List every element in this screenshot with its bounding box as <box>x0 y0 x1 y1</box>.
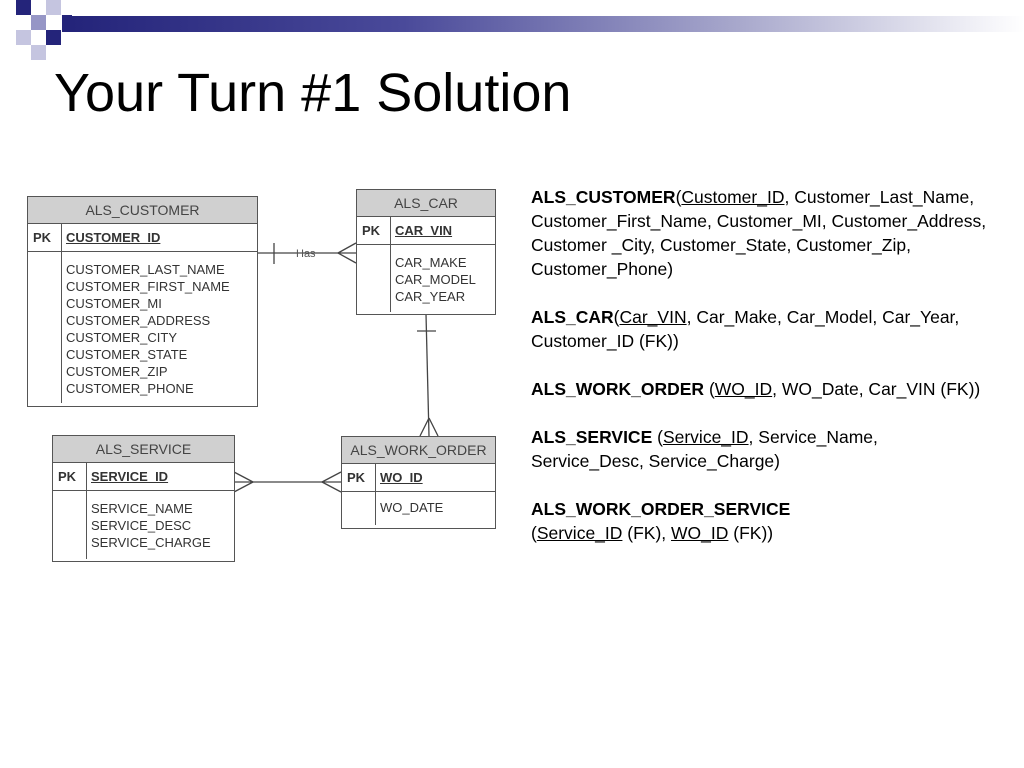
entity-name: ALS_CAR <box>357 190 495 217</box>
attribute-section: CAR_MAKE CAR_MODEL CAR_YEAR <box>357 245 495 312</box>
attribute-list: CAR_MAKE CAR_MODEL CAR_YEAR <box>391 245 480 312</box>
schema-als-customer: ALS_CUSTOMER(Customer_ID, Customer_Last_… <box>531 187 987 279</box>
attribute: CUSTOMER_ADDRESS <box>66 313 211 328</box>
attribute-list: WO_DATE <box>376 492 447 525</box>
attribute: CUSTOMER_LAST_NAME <box>66 262 225 277</box>
primary-key: Customer_ID <box>681 187 785 207</box>
slide-title: Your Turn #1 Solution <box>54 63 572 123</box>
attribute-list: CUSTOMER_LAST_NAME CUSTOMER_FIRST_NAME C… <box>62 252 234 403</box>
relational-schema: ALS_CUSTOMER(Customer_ID, Customer_Last_… <box>531 185 991 569</box>
primary-key: Service_ID <box>662 427 749 447</box>
decor-square <box>16 30 31 45</box>
primary-key: Service_ID <box>536 523 623 543</box>
crowfoot-marker <box>321 471 342 483</box>
entity-name: ALS_CUSTOMER <box>28 197 257 224</box>
pk-label: PK <box>28 224 62 251</box>
crowfoot-marker <box>428 417 439 437</box>
primary-key: Car_VIN <box>619 307 687 327</box>
pk-attribute: CAR_VIN <box>395 223 453 238</box>
entity-als-service: ALS_SERVICE PK SERVICE_ID SERVICE_NAME S… <box>52 435 235 562</box>
attribute-section: CUSTOMER_LAST_NAME CUSTOMER_FIRST_NAME C… <box>28 252 257 403</box>
table-name: ALS_SERVICE <box>531 427 653 447</box>
attribute: CUSTOMER_CITY <box>66 330 177 345</box>
pk-label: PK <box>53 463 87 490</box>
attribute: CAR_MODEL <box>395 272 476 287</box>
schema-als-work-order-service: ALS_WORK_ORDER_SERVICE(Service_ID (FK), … <box>531 499 791 543</box>
pk-label: PK <box>342 464 376 491</box>
attribute: CUSTOMER_MI <box>66 296 162 311</box>
decor-square <box>31 45 46 60</box>
attribute-list: SERVICE_NAME SERVICE_DESC SERVICE_CHARGE <box>87 491 215 559</box>
entity-als-customer: ALS_CUSTOMER PK CUSTOMER_ID CUSTOMER_LAS… <box>27 196 258 407</box>
table-name: ALS_CAR <box>531 307 614 327</box>
table-name: ALS_WORK_ORDER <box>531 379 705 399</box>
attribute: CUSTOMER_FIRST_NAME <box>66 279 230 294</box>
crowfoot-marker <box>321 481 342 493</box>
entity-als-work-order: ALS_WORK_ORDER PK WO_ID WO_DATE <box>341 436 496 529</box>
relationship-label: Has <box>296 248 316 260</box>
entity-als-car: ALS_CAR PK CAR_VIN CAR_MAKE CAR_MODEL CA… <box>356 189 496 315</box>
title-gradient-bar <box>70 16 1024 32</box>
entity-name: ALS_WORK_ORDER <box>342 437 495 464</box>
primary-key: WO_ID <box>714 379 773 399</box>
attribute: CUSTOMER_STATE <box>66 347 188 362</box>
primary-key-row: PK CAR_VIN <box>357 217 495 245</box>
attribute-section: SERVICE_NAME SERVICE_DESC SERVICE_CHARGE <box>53 491 234 559</box>
schema-als-service: ALS_SERVICE (Service_ID, Service_Name, S… <box>531 427 878 471</box>
decor-square <box>46 0 61 15</box>
crowfoot-marker <box>233 481 254 493</box>
attribute: CAR_MAKE <box>395 255 467 270</box>
decor-square <box>62 15 72 32</box>
pk-attribute: CUSTOMER_ID <box>66 230 161 245</box>
primary-key-row: PK SERVICE_ID <box>53 463 234 491</box>
primary-key-row: PK WO_ID <box>342 464 495 492</box>
attribute: SERVICE_NAME <box>91 501 193 516</box>
table-name: ALS_WORK_ORDER_SERVICE <box>531 499 791 519</box>
primary-key-row: PK CUSTOMER_ID <box>28 224 257 252</box>
schema-als-car: ALS_CAR(Car_VIN, Car_Make, Car_Model, Ca… <box>531 307 960 351</box>
crowfoot-marker <box>337 242 357 254</box>
attribute: CUSTOMER_PHONE <box>66 381 194 396</box>
table-name: ALS_CUSTOMER <box>531 187 676 207</box>
pk-label: PK <box>357 217 391 244</box>
entity-name: ALS_SERVICE <box>53 436 234 463</box>
attribute: SERVICE_DESC <box>91 518 192 533</box>
crowfoot-marker <box>337 252 357 264</box>
primary-key: WO_ID <box>671 523 729 543</box>
attribute: CAR_YEAR <box>395 289 466 304</box>
attribute: WO_DATE <box>380 500 444 515</box>
pk-attribute: SERVICE_ID <box>91 469 169 484</box>
car-workorder-line <box>425 313 430 437</box>
pk-attribute: WO_ID <box>380 470 423 485</box>
attribute: SERVICE_CHARGE <box>91 535 211 550</box>
attribute-section: WO_DATE <box>342 492 495 525</box>
crowfoot-marker <box>419 417 430 437</box>
decor-square <box>31 15 46 30</box>
decor-square <box>46 30 61 45</box>
decor-square <box>16 0 31 15</box>
attribute: CUSTOMER_ZIP <box>66 364 168 379</box>
schema-als-work-order: ALS_WORK_ORDER (WO_ID, WO_Date, Car_VIN … <box>531 379 981 399</box>
crowfoot-marker <box>233 471 254 483</box>
